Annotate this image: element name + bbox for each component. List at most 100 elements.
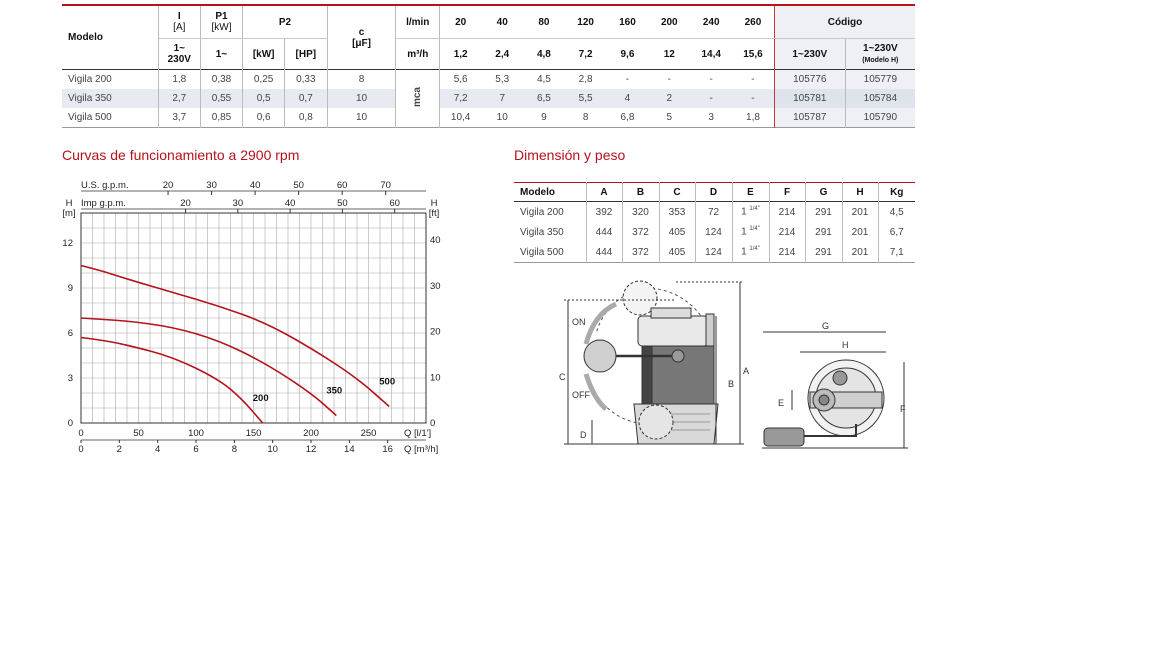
dims-header: F [769,182,806,202]
dim-value: 124 [695,222,733,242]
tick-label: 0 [68,418,73,429]
label-off: OFF [572,390,590,400]
tick-label: 0 [430,418,435,429]
flow-lmin: 200 [648,5,691,39]
dim-e-value: 1 1/4" [732,222,770,242]
head-value: 4,5 [536,74,551,85]
tick-label: 2 [117,444,122,455]
series-500-label: 500 [379,377,395,388]
tick-label: 9 [68,283,73,294]
label-a: A [743,366,749,376]
p1-value: 0,38 [200,69,244,89]
right-axis-unit: [ft] [429,208,440,219]
tick-label: 200 [303,428,319,439]
tick-label: 60 [389,198,400,209]
flow-m3h: 2,4 [495,48,510,60]
p2-kw-value: 0,25 [242,69,286,89]
code-a: 105781 [773,89,846,108]
dims-header: C [659,182,696,202]
dim-value: 444 [586,222,623,242]
dims-header-modelo: Modelo [514,182,587,202]
tick-label: 40 [250,180,261,191]
table-row: Vigila 350 2,7 0,55 0,5 0,7 10 7,2 7 6,5… [62,89,915,108]
bottom-axis-lmin-label: Q [l/1'] [404,428,431,439]
p1-value: 0,85 [200,108,244,128]
label-g: G [822,321,829,331]
head-value: 4 [606,89,649,108]
tick-label: 20 [163,180,174,191]
dims-header: G [805,182,843,202]
dims-header: B [622,182,660,202]
dim-value: 201 [842,242,879,263]
header-code-b: 1~230V(Modelo H) [845,38,915,70]
curves-title: Curvas de funcionamiento a 2900 rpm [62,147,300,163]
capacitor-value: 8 [327,69,397,89]
flow-lmin: 80 [523,5,565,39]
flow-m3h: 1,2 [453,48,468,60]
dim-value: 353 [659,201,696,222]
pump-dimension-drawing: ON OFF C D B A G H E F [559,280,908,449]
spec-table: Modelo I[A] P1[kW] P2 c[μF] l/min 20 40 … [62,4,915,128]
mca-label: mca [412,86,424,107]
flow-lmin: 240 [690,5,732,39]
header-c: c[μF] [327,5,397,70]
label-d: D [580,430,587,440]
tick-label: 6 [68,328,73,339]
header-codigo: Código [773,5,915,39]
head-value: 5,6 [453,74,468,85]
code-b: 105790 [845,108,915,128]
dim-value: 392 [586,201,623,222]
tick-label: 0 [78,428,83,439]
tick-label: 4 [155,444,160,455]
dims-title: Dimensión y peso [514,147,626,163]
tick-label: 20 [430,327,441,338]
weight-value: 4,5 [889,206,904,218]
code-b: 105784 [845,89,915,108]
head-value: - [709,74,713,85]
model-name: Vigila 500 [62,108,159,128]
dim-value: 291 [805,222,843,242]
top-axis-us-label: U.S. g.p.m. [81,180,129,191]
label-f: F [900,404,906,414]
flow-lmin: 40 [481,5,524,39]
tick-label: 250 [361,428,377,439]
tick-label: 8 [232,444,237,455]
tick-label: 30 [430,281,441,292]
label-c: C [559,372,566,382]
weight-value: 7,1 [889,246,904,258]
tick-label: 30 [233,198,244,209]
dims-header: A [586,182,623,202]
dimensions-table: Modelo A B C D E F G H Kg Vigila 200 392… [514,182,915,263]
dim-value: 444 [586,242,623,263]
capacitor-value: 10 [327,108,397,128]
dim-value: 214 [769,242,806,263]
top-axis-imp-label: Imp g.p.m. [81,198,126,209]
dim-value: 124 [695,242,733,263]
dim-value: 291 [805,201,843,222]
head-value: 7 [481,89,524,108]
tick-label: 12 [306,444,317,455]
header-code-a: 1~230V [773,38,846,70]
head-value: 10 [496,112,508,123]
table-row: Vigila 500 444 372 405 124 1 1/4" 214 29… [514,242,915,263]
flow-m3h: 14,4 [701,48,721,60]
header-lmin: l/min [395,5,441,39]
series-350-line [80,317,337,417]
header-p2: P2 [242,5,328,39]
flow-m3h: 7,2 [578,48,593,60]
tick-label: 40 [285,198,296,209]
head-value: 2 [648,89,691,108]
tick-label: 60 [337,180,348,191]
tick-label: 100 [188,428,204,439]
code-a: 105776 [773,69,846,89]
head-value: 9 [541,112,547,123]
head-value: 5 [666,112,673,123]
current-value: 2,7 [158,89,201,108]
head-value: - [690,89,732,108]
dim-value: 291 [805,242,843,263]
tick-label: 12 [62,238,73,249]
tick-label: 50 [133,428,144,439]
tick-label: 3 [68,373,73,384]
tick-label: 10 [430,372,441,383]
